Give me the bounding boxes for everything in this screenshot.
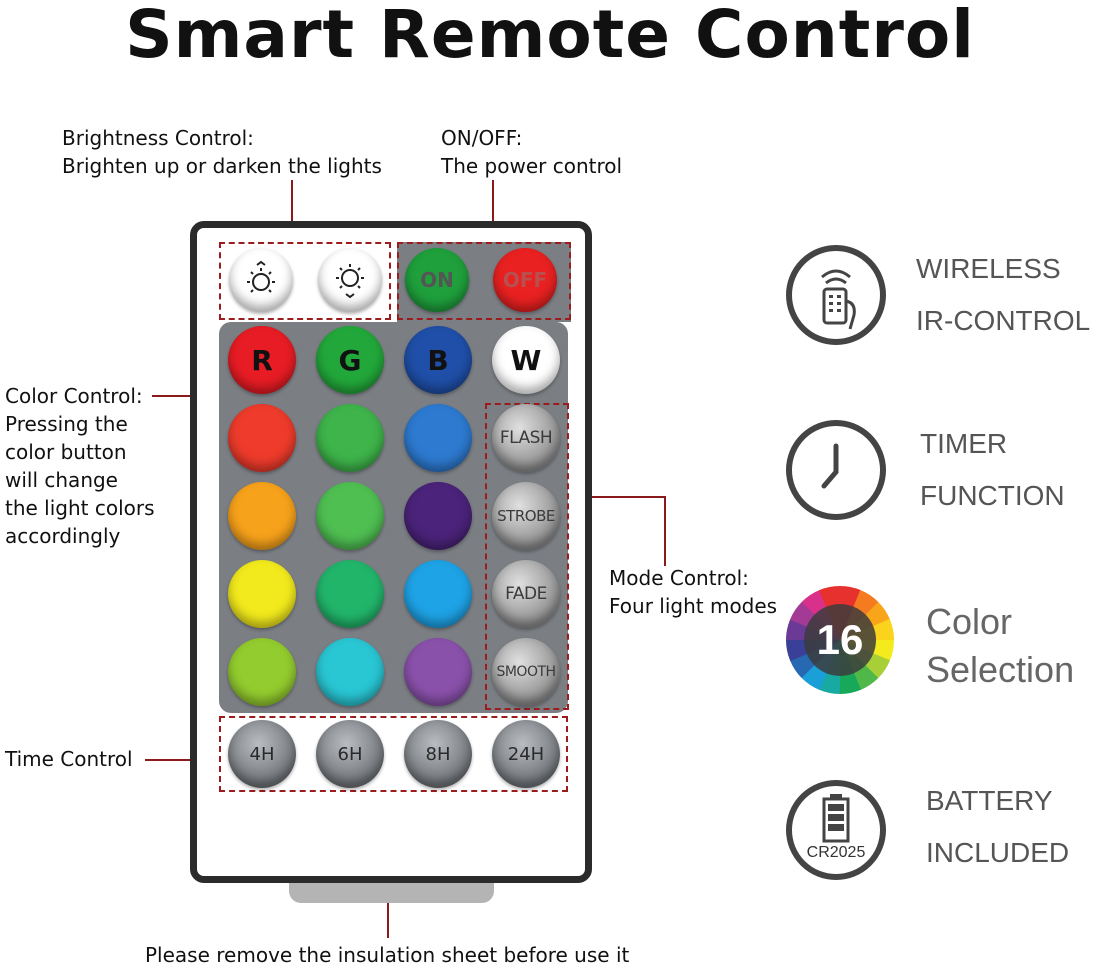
- color-button-azure[interactable]: [404, 404, 472, 472]
- battery-model-badge: CR2025: [806, 844, 866, 861]
- brightness-label: Brightness Control: Brighten up or darke…: [62, 126, 382, 178]
- power-highlight: [397, 242, 571, 320]
- insulation-note: Please remove the insulation sheet befor…: [145, 943, 630, 967]
- color-wheel-icon: 16: [786, 586, 894, 694]
- timer-6h-button[interactable]: 6H: [316, 720, 384, 788]
- mode-connector-h: [568, 496, 665, 498]
- remote-hand-icon: [786, 245, 886, 345]
- color-button-emerald[interactable]: [316, 560, 384, 628]
- color-connector: [152, 395, 224, 397]
- color-button-purple[interactable]: [404, 482, 472, 550]
- blue-button[interactable]: B: [404, 326, 472, 394]
- feature-wireless-text: WIRELESS IR-CONTROL: [916, 253, 1091, 336]
- on-button[interactable]: ON: [405, 248, 469, 312]
- insulation-connector: [387, 898, 389, 938]
- color-button-yellow[interactable]: [228, 560, 296, 628]
- time-connector: [145, 759, 221, 761]
- time-control-label: Time Control: [5, 747, 133, 771]
- color-button-light-green[interactable]: [316, 404, 384, 472]
- off-button[interactable]: OFF: [493, 248, 557, 312]
- brightness-down-button[interactable]: [318, 248, 382, 312]
- brightness-highlight: [219, 242, 391, 320]
- insulation-sheet: [289, 883, 494, 903]
- brightness-connector: [291, 180, 293, 242]
- brightness-up-icon: [247, 260, 275, 293]
- clock-icon: [786, 420, 886, 520]
- flash-button[interactable]: FLASH: [492, 404, 560, 472]
- color-button-green[interactable]: [316, 482, 384, 550]
- timer-4h-button[interactable]: 4H: [228, 720, 296, 788]
- page-title: Smart Remote Control: [125, 0, 975, 73]
- smooth-button[interactable]: SMOOTH: [492, 638, 560, 706]
- fade-button[interactable]: FADE: [492, 560, 560, 628]
- feature-timer-text: TIMER FUNCTION: [920, 428, 1065, 511]
- brightness-up-button[interactable]: [229, 248, 293, 312]
- time-highlight: [219, 716, 568, 792]
- color-button-red-orange[interactable]: [228, 404, 296, 472]
- strobe-button[interactable]: STROBE: [492, 482, 560, 550]
- color-control-label: Color Control: Pressing the color button…: [5, 384, 155, 548]
- onoff-connector: [492, 180, 494, 242]
- color-button-sky-blue[interactable]: [404, 560, 472, 628]
- mode-connector-v: [664, 496, 666, 566]
- timer-8h-button[interactable]: 8H: [404, 720, 472, 788]
- onoff-label: ON/OFF: The power control: [441, 126, 623, 178]
- white-button[interactable]: W: [492, 326, 560, 394]
- green-button[interactable]: G: [316, 326, 384, 394]
- color-button-cyan[interactable]: [316, 638, 384, 706]
- color-button-violet[interactable]: [404, 638, 472, 706]
- color-count-badge: 16: [816, 616, 864, 663]
- red-button[interactable]: R: [228, 326, 296, 394]
- color-button-lime[interactable]: [228, 638, 296, 706]
- feature-battery-text: BATTERY INCLUDED: [926, 785, 1070, 868]
- color-button-orange[interactable]: [228, 482, 296, 550]
- mode-control-label: Mode Control: Four light modes: [609, 566, 778, 618]
- timer-24h-button[interactable]: 24H: [492, 720, 560, 788]
- battery-icon: CR2025: [786, 780, 886, 880]
- brightness-down-icon: [336, 264, 364, 299]
- feature-color-text: Color Selection: [926, 601, 1075, 690]
